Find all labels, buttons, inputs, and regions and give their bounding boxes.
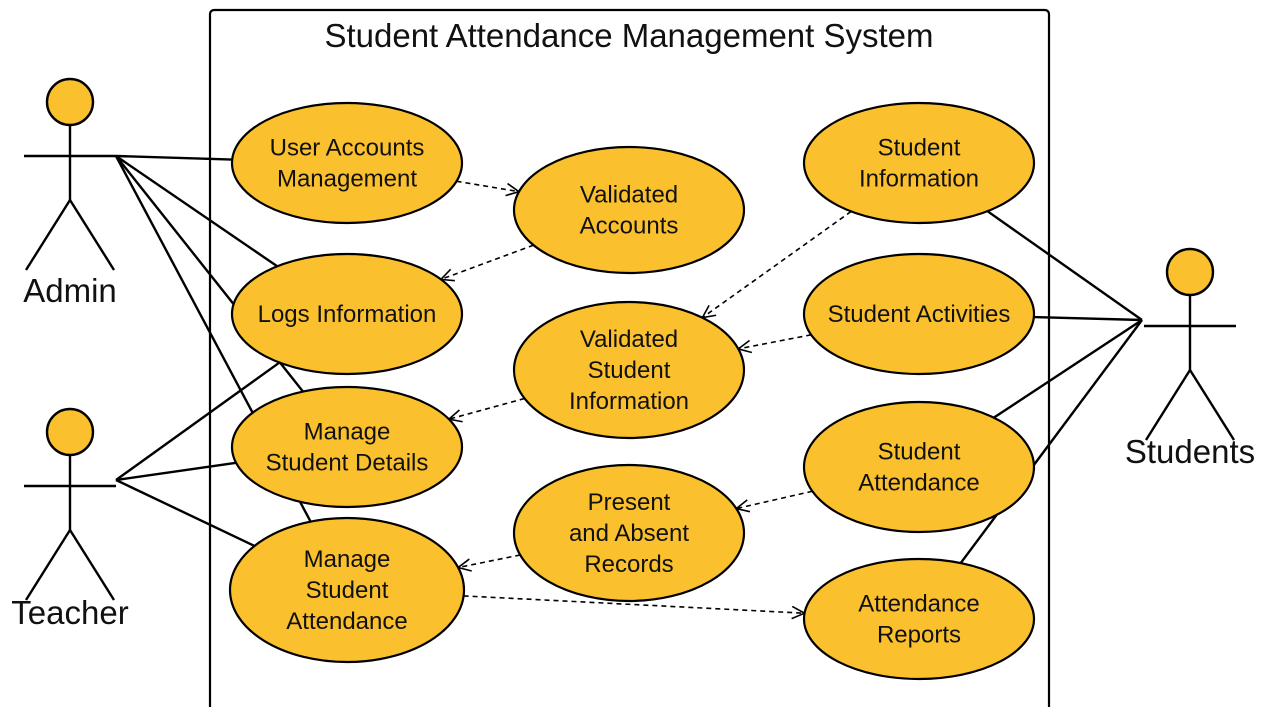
use-case-label: Student (588, 357, 671, 384)
use-case-ellipse (230, 385, 464, 509)
use-case-ellipse (512, 145, 746, 275)
association-line (115, 155, 278, 268)
use-case-label: Accounts (580, 213, 679, 240)
use-case-label: Records (584, 551, 673, 578)
dependency-arrow (736, 334, 812, 354)
actor-head (45, 77, 95, 127)
use-case-ellipse (802, 101, 1036, 225)
actor-label: Admin (23, 272, 117, 309)
system-boundary (208, 8, 1051, 707)
use-case-label: Logs Information (258, 301, 437, 328)
actor-head (45, 407, 95, 457)
use-case-sact: Student Activities (802, 252, 1036, 376)
dependency-arrow (456, 554, 521, 572)
use-case-label: Attendance (286, 608, 407, 635)
actor-teacher: Teacher (11, 407, 129, 631)
use-case-ellipse (802, 557, 1036, 681)
use-case-label: Attendance (858, 591, 979, 618)
use-case-label: Attendance (858, 470, 979, 497)
actor-students: Students (1125, 247, 1255, 470)
use-case-label: Information (859, 166, 979, 193)
association-line (115, 154, 233, 161)
use-case-label: and Absent (569, 520, 689, 547)
actor-label: Students (1125, 433, 1255, 470)
association-line (115, 461, 237, 482)
association-line (959, 319, 1143, 564)
use-case-label: Student (878, 135, 961, 162)
use-case-ellipse (512, 463, 746, 603)
use-case-label: Manage (304, 546, 391, 573)
use-case-ellipse (228, 516, 466, 664)
association-line (115, 361, 281, 481)
association-line (1033, 315, 1143, 322)
use-case-ellipse (802, 400, 1036, 534)
use-case-logs: Logs Information (230, 252, 464, 376)
actor-head (1165, 247, 1215, 297)
dependency-arrow (439, 244, 534, 282)
use-case-label: Student Activities (828, 301, 1011, 328)
use-case-label: Validated (580, 326, 678, 353)
association-line (115, 478, 255, 548)
actor-label: Teacher (11, 594, 128, 631)
use-case-label: Manage (304, 419, 391, 446)
use-case-label: Validated (580, 182, 678, 209)
use-case-label: Student Details (266, 450, 429, 477)
actor-admin: Admin (23, 77, 117, 309)
system-title: Student Attendance Management System (324, 17, 933, 54)
use-case-ellipse (512, 300, 746, 440)
use-case-ellipse (230, 101, 464, 225)
association-line (986, 210, 1143, 321)
use-case-label: Information (569, 388, 689, 415)
use-case-ellipse (802, 252, 1036, 376)
use-case-label: Student (878, 439, 961, 466)
association-line (993, 318, 1143, 419)
use-case-label: Management (277, 166, 417, 193)
use-case-ellipse (230, 252, 464, 376)
dependency-arrow (447, 397, 525, 423)
dependency-arrow (734, 490, 813, 513)
dependency-arrow (456, 180, 521, 197)
use-case-label: Present (588, 489, 671, 516)
use-case-label: User Accounts (270, 135, 425, 162)
use-case-label: Student (306, 577, 389, 604)
use-case-label: Reports (877, 622, 961, 649)
